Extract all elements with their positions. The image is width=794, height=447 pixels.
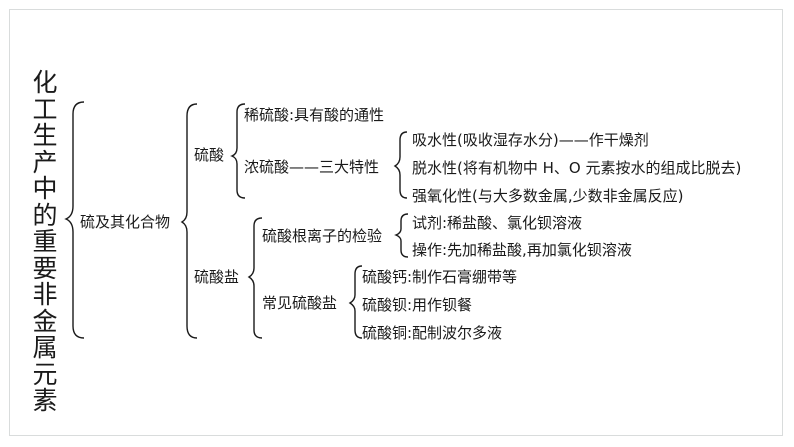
title-char: 中 xyxy=(32,174,58,203)
common-sulfate-copper: 硫酸铜:配制波尔多液 xyxy=(362,324,503,342)
node-concentrated-sulfuric-acid: 浓硫酸——三大特性 xyxy=(244,158,380,176)
brace-concentrated xyxy=(393,131,408,199)
title-char: 金 xyxy=(32,306,58,336)
title-char: 产 xyxy=(32,147,58,177)
title-char: 生 xyxy=(32,121,58,150)
node-root: 硫及其化合物 xyxy=(80,213,171,231)
node-sulfate: 硫酸盐 xyxy=(194,268,240,286)
node-sulfate-ion-test: 硫酸根离子的检验 xyxy=(262,227,383,245)
brace-sulfate xyxy=(247,217,263,339)
brace-common xyxy=(348,265,363,339)
common-sulfate-barium: 硫酸钡:用作钡餐 xyxy=(362,296,473,314)
diagram-title: 化工生产中的重要非金属元素 xyxy=(28,68,62,415)
ion-test-reagent: 试剂:稀盐酸、氯化钡溶液 xyxy=(412,214,583,232)
brace-level1 xyxy=(180,103,198,339)
common-sulfate-calcium: 硫酸钙:制作石膏绷带等 xyxy=(362,268,518,286)
brace-ion-test xyxy=(394,213,409,258)
slide-frame xyxy=(9,9,783,436)
node-dilute-sulfuric-acid: 稀硫酸:具有酸的通性 xyxy=(244,106,385,124)
node-common-sulfates: 常见硫酸盐 xyxy=(262,294,338,312)
node-sulfuric-acid: 硫酸 xyxy=(194,146,225,164)
property-water-absorption: 吸水性(吸收湿存水分)——作干燥剂 xyxy=(412,131,649,149)
title-char: 非 xyxy=(32,280,58,309)
title-char: 工 xyxy=(32,94,58,124)
title-char: 素 xyxy=(32,386,58,415)
title-char: 要 xyxy=(32,253,58,283)
title-char: 重 xyxy=(32,227,58,256)
title-char: 化 xyxy=(32,68,58,97)
title-char: 的 xyxy=(32,200,58,230)
ion-test-operation: 操作:先加稀盐酸,再加氯化钡溶液 xyxy=(412,241,632,259)
property-dehydration: 脱水性(将有机物中 H、O 元素按水的组成比脱去) xyxy=(412,159,742,177)
brace-sulfuric-acid xyxy=(230,103,246,199)
title-char: 属 xyxy=(32,333,58,362)
property-strong-oxidation: 强氧化性(与大多数金属,少数非金属反应) xyxy=(412,187,684,205)
brace-root xyxy=(64,101,85,339)
title-char: 元 xyxy=(32,359,58,389)
